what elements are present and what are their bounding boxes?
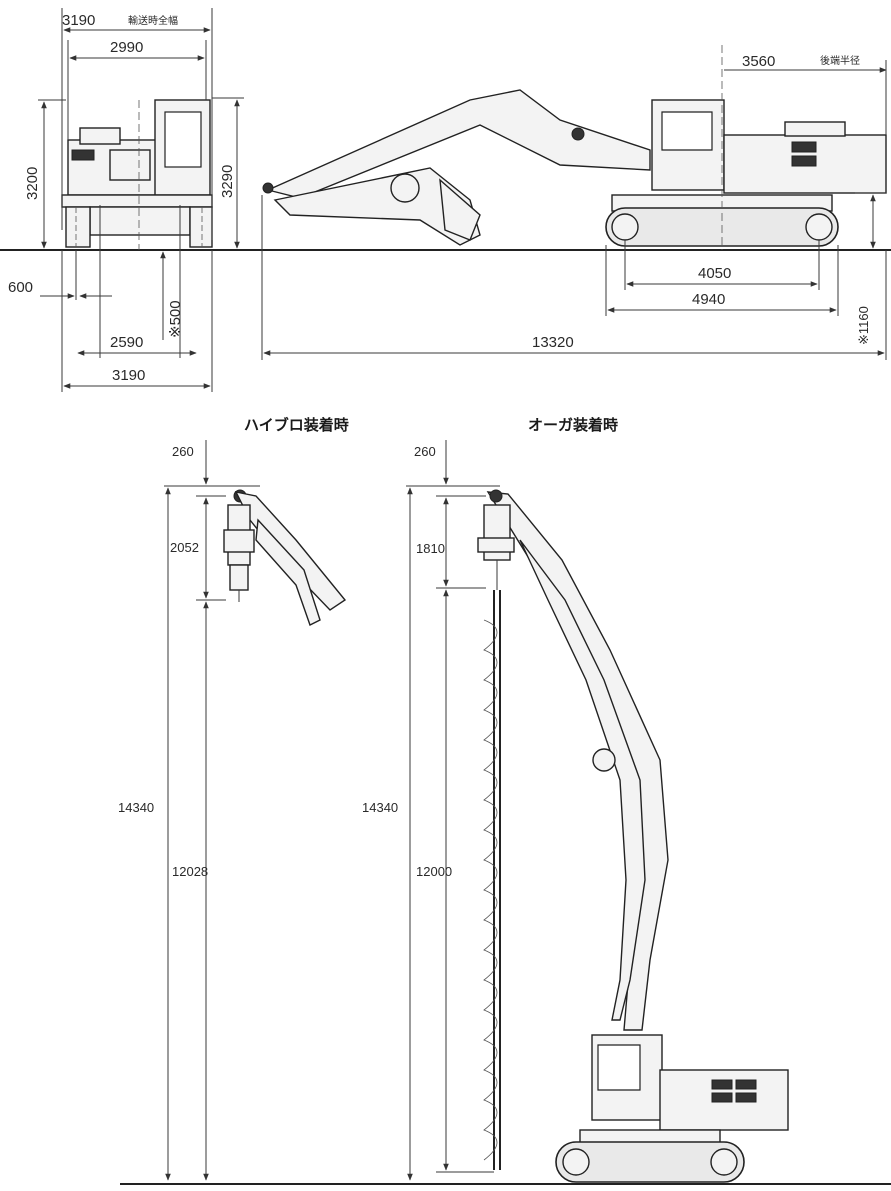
vibro-attachment-length: 2052 <box>170 540 199 555</box>
vibro-total-height: 14340 <box>118 800 154 815</box>
dim-shoe-width: 600 <box>8 279 33 296</box>
vibro-top-offset: 260 <box>172 444 194 459</box>
dim-overall-length: 13320 <box>532 334 574 351</box>
auger-total-height: 14340 <box>362 800 398 815</box>
side-view-machine <box>262 45 887 250</box>
auger-top-offset: 260 <box>414 444 436 459</box>
vibro-attachment <box>223 489 347 626</box>
side-view: 3560 後端半径 4050 4940 ※1160 13320 <box>261 45 887 360</box>
dim-upper-width: 2990 <box>110 39 143 56</box>
dim-counterweight-clearance: ※1160 <box>856 306 871 345</box>
dim-overall-width: 3190 <box>112 367 145 384</box>
dim-track-gauge: 2590 <box>110 334 143 351</box>
dim-transport-width: 3190 <box>62 12 95 29</box>
auger-machine <box>477 489 789 1183</box>
label-tail-radius: 後端半径 <box>820 54 860 67</box>
auger-view-title: オーガ装着時 <box>528 416 618 434</box>
label-transport-width: 輸送時全幅 <box>128 14 178 27</box>
vibro-view-title: ハイブロ装着時 <box>244 416 349 434</box>
vibro-lower-height: 12028 <box>172 864 208 879</box>
dim-tail-radius: 3560 <box>742 53 775 70</box>
dim-height-right: 3290 <box>219 165 236 198</box>
auger-view: オーガ装着時 <box>362 416 789 1183</box>
front-view-machine <box>61 99 213 250</box>
dim-height-left: 3200 <box>24 167 41 200</box>
auger-attachment-length: 1810 <box>416 541 445 556</box>
front-view: 3190 輸送時全幅 2990 3200 3290 600 ※500 2590 … <box>0 8 891 392</box>
dim-crawler-length: 4940 <box>692 291 725 308</box>
vibro-view: ハイブロ装着時 260 2052 14340 12028 <box>118 416 349 1181</box>
dim-tumbler-distance: 4050 <box>698 265 731 282</box>
auger-lower-height: 12000 <box>416 864 452 879</box>
dim-ground-clearance: ※500 <box>167 300 184 338</box>
